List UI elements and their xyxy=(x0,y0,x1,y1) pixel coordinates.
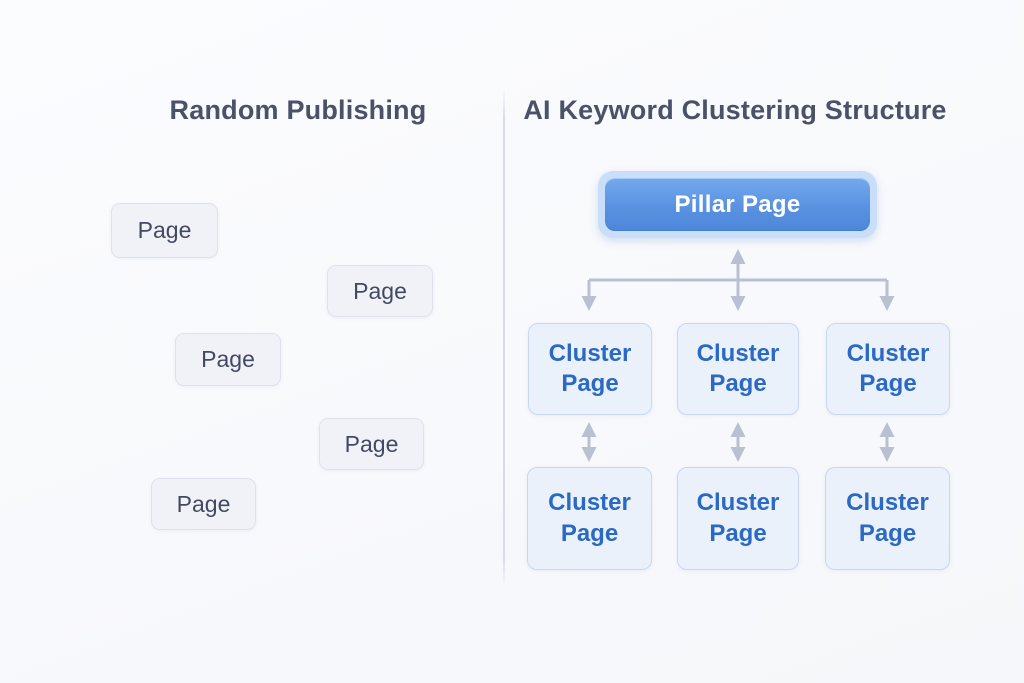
cluster-page-node: Cluster Page xyxy=(527,467,652,570)
left-panel-title: Random Publishing xyxy=(169,95,427,125)
right-panel-title: AI Keyword Clustering Structure xyxy=(523,95,947,125)
page-box: Page xyxy=(327,265,433,317)
page-box-label: Page xyxy=(353,277,407,304)
cluster-page-node: Cluster Page xyxy=(826,323,950,415)
cluster-page-label: Cluster Page xyxy=(548,489,631,547)
page-box-label: Page xyxy=(344,430,399,457)
cluster-page-node: Cluster Page xyxy=(677,323,799,415)
page-box: Page xyxy=(151,478,256,530)
page-box: Page xyxy=(111,203,218,258)
cluster-page-node: Cluster Page xyxy=(677,467,799,570)
cluster-page-node: Cluster Page xyxy=(825,467,950,570)
cluster-page-label: Cluster Page xyxy=(846,339,930,397)
pillar-page-node: Pillar Page xyxy=(598,171,877,238)
cluster-page-label: Cluster Page xyxy=(846,489,929,547)
page-box: Page xyxy=(319,418,424,470)
page-box-label: Page xyxy=(201,346,255,372)
pillar-page-node-inner: Pillar Page xyxy=(605,178,870,231)
page-box-label: Page xyxy=(137,217,192,243)
cluster-page-label: Cluster Page xyxy=(696,339,780,397)
page-box: Page xyxy=(175,333,281,386)
cluster-page-label: Cluster Page xyxy=(548,339,632,397)
pillar-page-label: Pillar Page xyxy=(674,190,801,218)
cluster-page-node: Cluster Page xyxy=(528,323,652,415)
cluster-page-label: Cluster Page xyxy=(696,489,780,547)
panel-divider xyxy=(503,88,505,588)
page-box-label: Page xyxy=(176,490,231,517)
